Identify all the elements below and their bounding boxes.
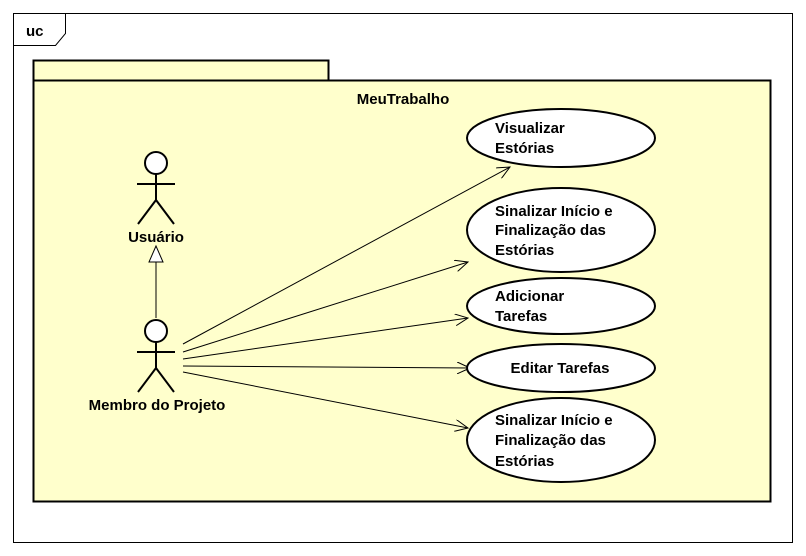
- use-case-ellipse: [466, 397, 656, 483]
- actor-membro-do-projeto[interactable]: Membro do Projeto: [89, 319, 226, 414]
- actor-leg-left: [137, 199, 157, 225]
- association-uc5: [182, 371, 468, 428]
- package-tab: [32, 59, 330, 82]
- use-case-ellipse: [466, 343, 656, 393]
- use-case-sinalizar-inicio-1[interactable]: Sinalizar Início e Finalização das Estór…: [466, 187, 656, 273]
- relations: [148, 167, 510, 428]
- actor-leg-right: [155, 367, 175, 393]
- use-case-line: Tarefas: [495, 308, 547, 325]
- use-case-line: Finalização das: [495, 432, 606, 449]
- use-case-line: Estórias: [495, 140, 554, 157]
- generalization-arrowhead: [148, 244, 164, 263]
- use-case-label: Editar Tarefas: [511, 360, 610, 377]
- use-case-label: Sinalizar Início e Finalização das Estór…: [495, 203, 617, 259]
- association-uc4: [182, 366, 470, 368]
- actor-head-icon: [144, 151, 168, 175]
- use-case-line: Adicionar: [495, 288, 564, 305]
- use-case-line: Estórias: [495, 242, 554, 259]
- uc-frame-tab: [13, 13, 66, 46]
- use-case-ellipse: [466, 277, 656, 335]
- actor-label: Membro do Projeto: [89, 397, 226, 414]
- use-case-ellipse: [466, 187, 656, 273]
- use-case-line: Estórias: [495, 453, 554, 470]
- association-uc1: [182, 167, 510, 345]
- use-case-line: Sinalizar Início e: [495, 203, 613, 220]
- use-case-sinalizar-inicio-2[interactable]: Sinalizar Início e Finalização das Estór…: [466, 397, 656, 483]
- association-uc2: [182, 262, 468, 353]
- association-uc3: [182, 318, 468, 360]
- uc-frame-label: uc: [26, 23, 44, 40]
- actor-label: Usuário: [128, 229, 184, 246]
- use-case-label: Sinalizar Início e Finalização das Estór…: [495, 412, 617, 470]
- use-case-adicionar-tarefas[interactable]: Adicionar Tarefas: [466, 277, 656, 335]
- use-case-visualizar-estorias[interactable]: Visualizar Estórias: [466, 108, 656, 168]
- use-case-label: Adicionar Tarefas: [495, 288, 568, 325]
- actor-head-icon: [144, 319, 168, 343]
- package-name: MeuTrabalho: [357, 91, 450, 108]
- use-case-line: Finalização das: [495, 222, 606, 239]
- actor-leg-left: [137, 367, 157, 393]
- actor-usuario[interactable]: Usuário: [128, 151, 184, 246]
- use-case-line: Visualizar: [495, 120, 565, 137]
- package-body: [32, 79, 772, 503]
- use-case-ellipse: [466, 108, 656, 168]
- use-case-label: Visualizar Estórias: [495, 120, 569, 157]
- use-case-editar-tarefas[interactable]: Editar Tarefas: [466, 343, 656, 393]
- use-case-line: Sinalizar Início e: [495, 412, 613, 429]
- actor-leg-right: [155, 199, 175, 225]
